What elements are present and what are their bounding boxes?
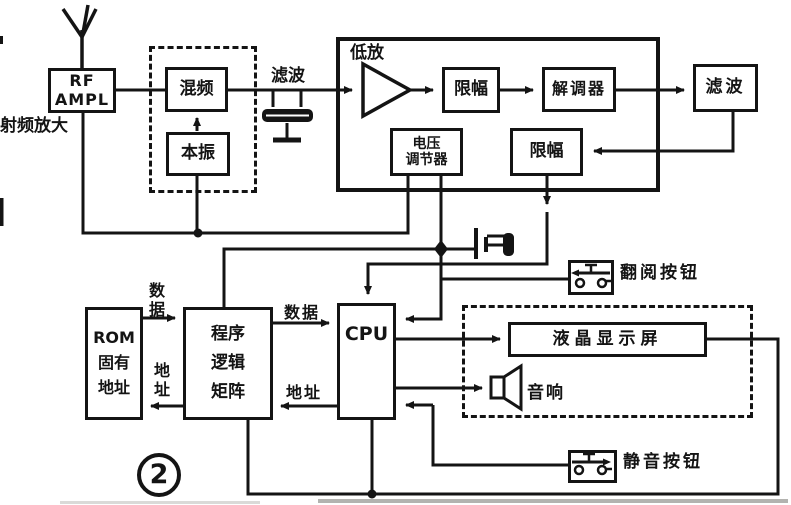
voltage-regulator-block: 电压 调节器 [390, 128, 463, 176]
lcd-display-block: 液晶显示屏 [508, 322, 707, 357]
rf-amplifier-block: RF AMPL [48, 68, 116, 113]
mixer-block: 混频 [165, 67, 228, 112]
pla-line1: 程序 [211, 324, 245, 345]
rom-line1: ROM [93, 328, 135, 348]
local-oscillator-block: 本振 [166, 132, 230, 176]
browse-button-label: 翻阅按钮 [620, 263, 700, 283]
antenna-icon [61, 4, 98, 68]
junction-cpu-bottom [367, 489, 377, 499]
mute-button-contact2 [596, 464, 608, 476]
cpu-block: CPU [337, 303, 396, 420]
scan-smear-bottom [318, 499, 788, 503]
earphone-symbol [474, 228, 514, 259]
rom-block: ROM 固有 地址 [85, 307, 143, 420]
browse-button-contact1 [574, 277, 586, 289]
mute-button-contact1 [573, 464, 585, 476]
wire-mute-run [431, 405, 568, 467]
mute-button-label: 静音按钮 [623, 452, 703, 472]
filter-right-block: 滤波 [693, 64, 758, 112]
data-bus-label-vertical: 数据 [149, 281, 166, 320]
rf-amplifier-line2: AMPL [54, 89, 110, 109]
mute-button-bar-arrow [603, 458, 611, 466]
amplifier-triangle [361, 61, 414, 119]
mute-button-symbol [572, 452, 612, 476]
scan-mark-topleft [0, 36, 3, 44]
rf-amplifier-line1: RF [69, 71, 95, 91]
voltage-regulator-line2: 调节器 [405, 152, 448, 168]
speaker-cone [502, 363, 523, 412]
earphone-body [503, 233, 514, 256]
browse-button-bar-arrow [571, 269, 579, 277]
speaker-icon [489, 363, 523, 412]
data-bus-label: 数据 [284, 303, 321, 322]
demodulator-block: 解调器 [542, 67, 616, 112]
scan-smear-bottom2 [60, 501, 260, 504]
wires [81, 86, 780, 496]
display-module-dashed-box [462, 305, 753, 418]
scan-mark-left [0, 198, 4, 226]
ceramic-filter-symbol [262, 109, 313, 122]
speaker-label: 音响 [527, 383, 565, 403]
scan-artifacts [0, 36, 788, 504]
junction-vreg-diamond [434, 240, 448, 258]
wire-feedback-loop [246, 337, 780, 496]
junction-lo-line [193, 228, 203, 238]
voltage-regulator-line1: 电压 [412, 135, 441, 152]
browse-button-contact2 [596, 277, 608, 289]
mute-button-block [568, 450, 617, 483]
filter-top-label: 滤波 [271, 66, 305, 86]
rf-amplifier-caption: 射频放大 [0, 116, 68, 136]
pla-line2: 逻辑 [211, 353, 245, 374]
wire-filter-to-limiter2 [593, 112, 735, 155]
rom-line2: 固有 [97, 353, 130, 373]
wire-vreg-button-to-cpu [405, 176, 443, 323]
pla-line3: 矩阵 [211, 381, 245, 402]
address-bus-label-vertical: 地址 [154, 361, 171, 400]
rom-line3: 地址 [97, 377, 130, 397]
speaker-driver [489, 375, 506, 400]
program-logic-matrix-block: 程序 逻辑 矩阵 [183, 307, 273, 420]
limiter2-block: 限幅 [510, 128, 583, 176]
wire-to-cpu-top [364, 212, 549, 295]
wire-vreg-to-rf [81, 113, 410, 235]
browse-button-symbol [571, 263, 613, 289]
if-section-label: 低放 [350, 43, 384, 63]
mixer-module-dashed-box [149, 46, 257, 193]
wire-to-pla-top [222, 247, 474, 307]
junction-dots [193, 228, 448, 499]
figure-number-badge: 2 [137, 453, 181, 497]
address-bus-label: 地址 [286, 383, 323, 402]
limiter1-block: 限幅 [442, 67, 500, 113]
